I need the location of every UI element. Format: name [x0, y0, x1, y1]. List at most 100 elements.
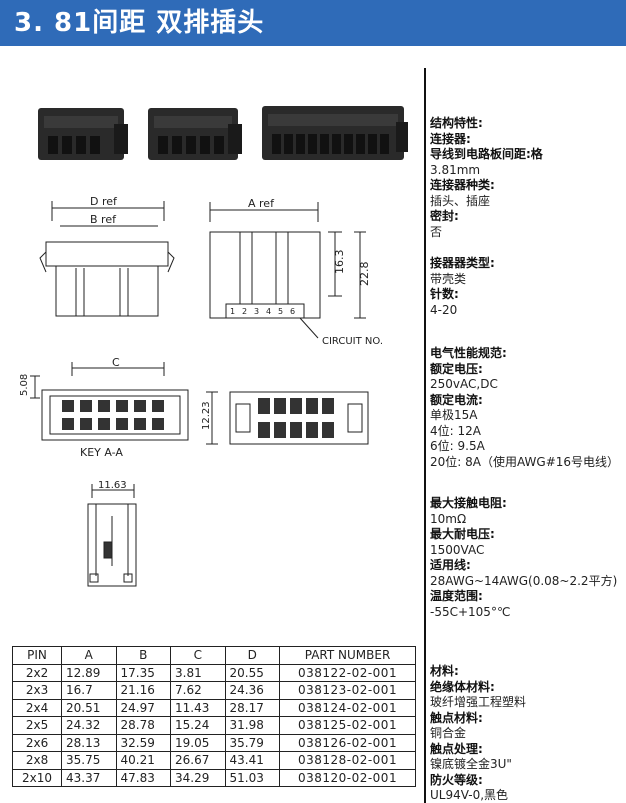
table-cell: 24.32 — [61, 716, 117, 735]
table-cell: 26.67 — [170, 751, 226, 770]
spec-value: 插头、插座 — [430, 193, 491, 208]
spec-value: 4-20 — [430, 302, 458, 317]
table-cell: 16.7 — [61, 681, 117, 700]
table-cell: 43.37 — [61, 768, 117, 787]
table-cell: 32.59 — [115, 733, 172, 752]
table-cell: 24.97 — [115, 698, 172, 717]
spec-type: 接器器类型: 带壳类 针数: 4-20 — [430, 256, 620, 318]
side-view — [39, 201, 175, 317]
spec-value: 铜合金 — [430, 726, 467, 740]
spec-value: 3.81mm — [430, 162, 481, 177]
pin-numbers: 1 2 3 4 5 6 — [230, 307, 295, 316]
spec-label: 额定电压: — [430, 361, 483, 376]
table-cell: 51.03 — [224, 768, 281, 787]
spec-structure: 结构特性: 连接器: 导线到电路板间距:格 3.81mm 连接器种类: 插头、插… — [430, 116, 620, 240]
vertical-divider — [424, 68, 426, 803]
key-label: KEY A-A — [80, 446, 123, 459]
column-header: B — [115, 646, 172, 665]
column-header: A — [61, 646, 117, 665]
spec-label: 针数: — [430, 287, 459, 301]
circuit-label: CIRCUIT NO. — [322, 336, 383, 347]
spec-label: 接器器类型: — [430, 256, 495, 270]
spec-value: 1500VAC — [430, 542, 485, 557]
table-cell: 28.17 — [224, 698, 281, 717]
column-header: PART NUMBER — [279, 646, 416, 665]
table-cell: 28.78 — [115, 716, 172, 735]
spec-label: 触点处理: — [430, 741, 483, 756]
dim-b-label: B ref — [90, 213, 117, 226]
dim-22-8-label: 22.8 — [358, 262, 371, 287]
table-cell: 15.24 — [170, 716, 226, 735]
technical-drawing: D ref B ref A ref 16.3 22.8 1 2 3 4 5 6 … — [19, 106, 408, 587]
dim-5-08-label: 5.08 — [19, 374, 30, 396]
table-cell: 3.81 — [170, 663, 226, 682]
spec-materials: 材料: 绝缘体材料: 玻纤增强工程塑料 触点材料: 铜合金 触点处理: 镍底镀全… — [430, 664, 620, 803]
table-cell: 2x10 — [11, 768, 63, 787]
spec-value: 玻纤增强工程塑料 — [430, 695, 527, 709]
header-bar: 3. 81间距 双排插头 — [0, 0, 626, 46]
table-cell: 21.16 — [115, 681, 172, 700]
table-cell: 2x2 — [11, 663, 63, 682]
table-cell: 2x6 — [11, 733, 63, 752]
table-cell: 038126-02-001 — [279, 733, 416, 752]
column-header: C — [170, 646, 226, 665]
table-cell: 038128-02-001 — [279, 751, 416, 770]
dim-16-3-label: 16.3 — [333, 250, 346, 275]
table-cell: 038120-02-001 — [279, 768, 416, 787]
table-cell: 2x8 — [11, 751, 63, 770]
page-title: 3. 81间距 双排插头 — [14, 8, 265, 38]
front-view — [209, 202, 366, 339]
spec-value: 28AWG~14AWG(0.08~2.2平方) — [430, 573, 618, 588]
pin-number: 2 — [242, 307, 247, 316]
pin-number: 3 — [254, 307, 259, 316]
table-cell: 40.21 — [115, 751, 172, 770]
spec-label: 额定电流: — [430, 392, 483, 407]
spec-label: 适用线: — [430, 558, 471, 572]
bottom-view — [206, 391, 369, 445]
spec-label: 最大接触电阻: — [430, 496, 507, 510]
spec-value: 10mΩ — [430, 511, 467, 526]
pin-number: 1 — [230, 307, 235, 316]
pin-number: 4 — [266, 307, 271, 316]
section-pins — [62, 400, 164, 430]
bottom-pins — [258, 398, 334, 438]
table-cell: 31.98 — [224, 716, 281, 735]
table-cell: 038123-02-001 — [279, 681, 416, 700]
pin-number: 5 — [278, 307, 283, 316]
table-cell: 7.62 — [170, 681, 226, 700]
spec-column: 结构特性: 连接器: 导线到电路板间距:格 3.81mm 连接器种类: 插头、插… — [430, 116, 620, 802]
table-cell: 038125-02-001 — [279, 716, 416, 735]
spec-contact: 最大接触电阻: 10mΩ 最大耐电压: 1500VAC 适用线: 28AWG~1… — [430, 496, 620, 620]
table-cell: 12.89 — [61, 663, 117, 682]
spec-label: 密封: — [430, 209, 459, 223]
pin-number: 6 — [290, 307, 295, 316]
spec-value: -55C+105°℃ — [430, 604, 511, 619]
spec-electrical: 电气性能规范: 额定电压: 250vAC,DC 额定电流: 单极15A 4位: … — [430, 346, 620, 470]
table-cell: 2x4 — [11, 698, 63, 717]
spec-value: UL94V-0,黑色 — [430, 788, 509, 802]
current-line: 20位: 8A（使用AWG#16号电线） — [430, 454, 620, 469]
table-cell: 038122-02-001 — [279, 663, 416, 682]
spec-value: 单极15A — [430, 408, 478, 422]
table-header-row: PIN A B C D PART NUMBER — [11, 646, 416, 665]
table-cell: 43.41 — [224, 751, 281, 770]
column-header: PIN — [11, 646, 63, 665]
spec-value: 镍底镀全金3U" — [430, 757, 512, 771]
dim-c-label: C — [112, 356, 120, 369]
spec-label: 温度范围: — [430, 589, 483, 603]
current-line: 6位: 9.5A — [430, 439, 485, 453]
table-cell: 038124-02-001 — [279, 698, 416, 717]
column-header: D — [224, 646, 281, 665]
dim-d-label: D ref — [90, 195, 118, 208]
table-cell: 11.43 — [170, 698, 226, 717]
spec-value: 250vAC,DC — [430, 377, 498, 391]
section-view — [30, 362, 189, 441]
spec-value: 带壳类 — [430, 271, 467, 286]
table-cell: 2x3 — [11, 681, 63, 700]
connector-photo-2 — [148, 108, 242, 160]
